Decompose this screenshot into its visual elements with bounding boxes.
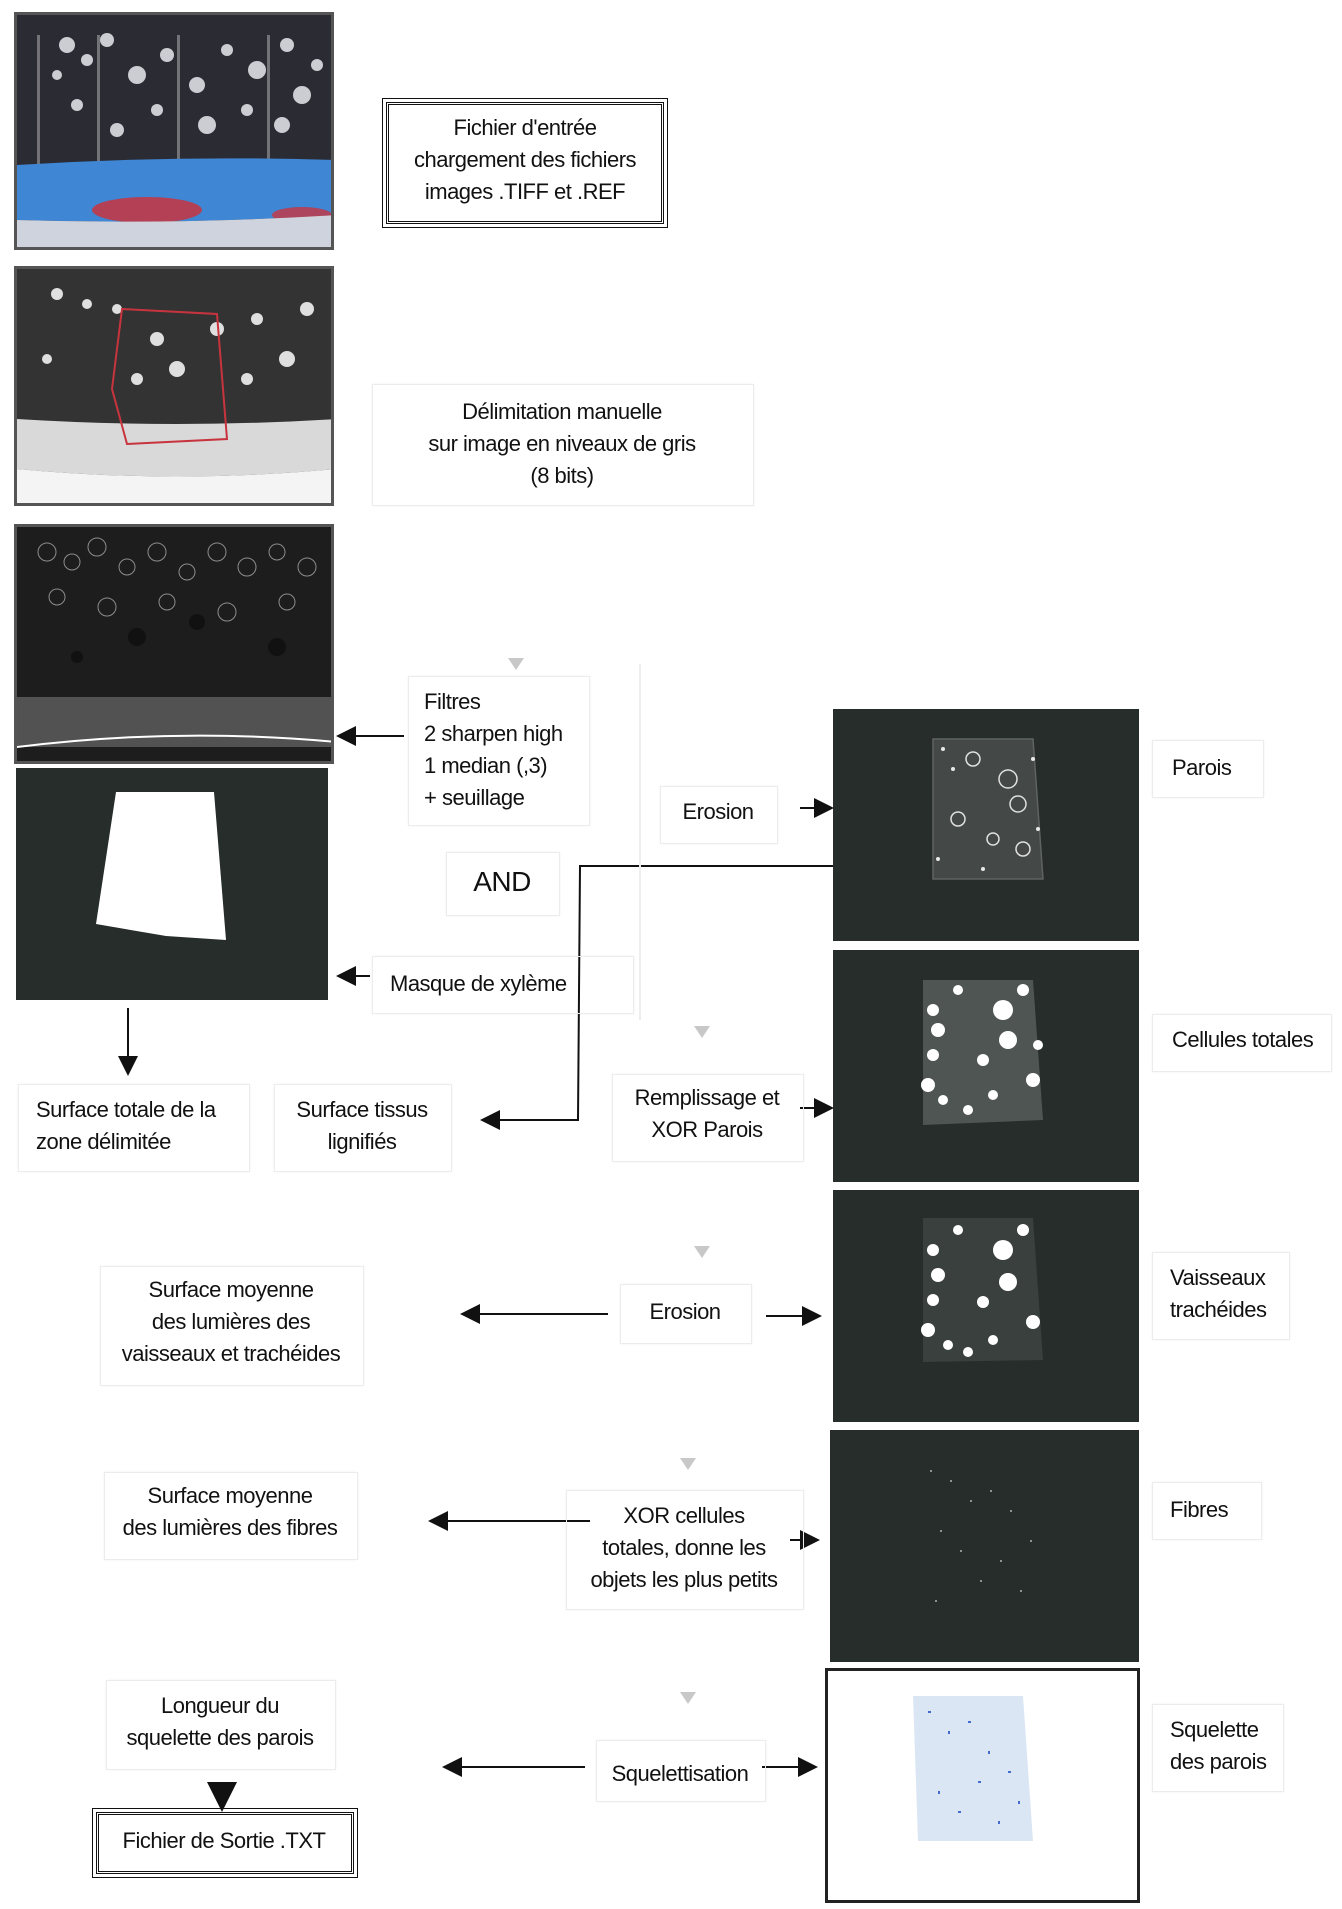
erosion-2-label: Erosion	[649, 1299, 721, 1324]
flow-down-icon	[508, 658, 524, 670]
mean-vessels-label: Surface moyenne des lumières des vaissea…	[121, 1277, 341, 1366]
walls-label-box	[1152, 740, 1264, 798]
fill-xor-box	[612, 1074, 804, 1162]
output-file-label: Fichier de Sortie .TXT	[122, 1828, 326, 1853]
walls-label: Parois	[1172, 755, 1232, 780]
lignified-surface-box	[274, 1084, 452, 1172]
lignified-surface-label: Surface tissus lignifiés	[296, 1097, 428, 1154]
input-file-label: Fichier d'entrée chargement des fichiers…	[413, 115, 637, 204]
filters-box	[408, 676, 590, 826]
total-cells-label: Cellules totales	[1172, 1027, 1314, 1052]
mean-vessels-box	[100, 1266, 364, 1386]
wall-skeleton-image	[825, 1668, 1140, 1903]
manual-delimitation-label: Délimitation manuelle sur image en nivea…	[428, 399, 696, 488]
flow-down-icon	[680, 1458, 696, 1470]
flow-down-icon	[680, 1692, 696, 1704]
stained-section-image	[14, 12, 334, 250]
xor-cells-box	[566, 1490, 804, 1610]
filtered-image	[14, 524, 334, 764]
total-surface-label: Surface totale de la zone délimitée	[36, 1097, 216, 1154]
total-cells-image	[833, 950, 1139, 1182]
mean-fibres-box	[104, 1472, 358, 1560]
skeleton-length-label: Longueur du squelette des parois	[126, 1693, 314, 1750]
and-label: AND	[473, 866, 531, 897]
and-box	[446, 852, 560, 916]
total-cells-label-box	[1152, 1014, 1332, 1072]
vessels-tracheids-image	[833, 1190, 1139, 1422]
xylem-mask-image	[16, 768, 328, 1000]
total-surface-box	[18, 1084, 250, 1172]
filters-label: Filtres 2 sharpen high 1 median (,3) + s…	[424, 689, 563, 810]
grayscale-delimited-image	[14, 266, 334, 506]
erosion-1-box	[660, 786, 778, 844]
skeletonization-label: Squelettisation	[611, 1761, 749, 1786]
skeleton-length-box	[106, 1680, 336, 1770]
skeleton-label: Squelette des parois	[1170, 1717, 1267, 1774]
erosion-1-label: Erosion	[682, 799, 754, 824]
flow-down-icon	[694, 1246, 710, 1258]
erosion-2-box	[620, 1284, 752, 1344]
fill-xor-label: Remplissage et XOR Parois	[634, 1085, 780, 1142]
flow-down-icon	[694, 1026, 710, 1038]
xylem-mask-label: Masque de xylème	[390, 971, 567, 996]
walls-image	[833, 709, 1139, 941]
skeleton-label-box	[1152, 1704, 1284, 1792]
mean-fibres-label: Surface moyenne des lumières des fibres	[122, 1483, 338, 1540]
fibres-image	[830, 1430, 1139, 1662]
xylem-mask-box	[372, 956, 634, 1014]
input-file-box	[382, 98, 668, 228]
output-file-box	[92, 1808, 358, 1878]
fibres-label: Fibres	[1170, 1497, 1229, 1522]
fibres-label-box	[1152, 1482, 1262, 1540]
vessels-label: Vaisseaux trachéides	[1170, 1265, 1267, 1322]
vessels-label-box	[1152, 1252, 1290, 1340]
manual-delimitation-box	[372, 384, 754, 506]
skeletonization-box	[596, 1740, 766, 1802]
xor-cells-label: XOR cellules totales, donne les objets l…	[590, 1503, 778, 1592]
